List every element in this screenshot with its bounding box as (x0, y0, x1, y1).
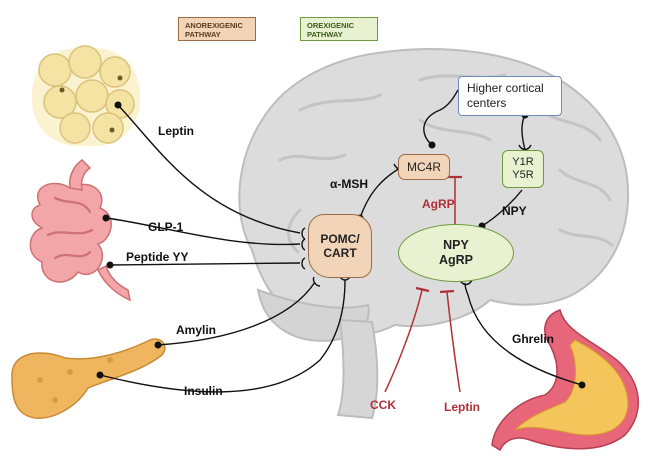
line-leptin-to-pomc (117, 104, 301, 234)
line-insulin-to-pomc (99, 279, 346, 393)
line-amylin-to-pomc (157, 281, 316, 346)
line-cortical-to-mc4r (423, 89, 459, 146)
label-insulin: Insulin (184, 384, 223, 398)
label-ghrelin: Ghrelin (512, 332, 555, 346)
adipose-tissue-illustration (32, 45, 140, 146)
y1r-y5r-label: Y1R Y5R (512, 156, 534, 181)
mc4r-label: MC4R (406, 160, 441, 174)
intestine-illustration (29, 159, 132, 302)
legend-orexigenic-text: OREXIGENIC PATHWAY (307, 21, 355, 39)
label-agrp: AgRP (422, 197, 455, 211)
pomc-cart-node: POMC/ CART (308, 214, 372, 278)
line-glp1-to-pomc (105, 217, 301, 246)
line-stomach-to-npy (464, 282, 583, 386)
legend-orexigenic: OREXIGENIC PATHWAY (300, 17, 378, 41)
line-y1r-to-npy (481, 189, 523, 227)
npy-agrp-node: NPY AgRP (398, 224, 514, 282)
npy-agrp-label: NPY AgRP (438, 238, 474, 267)
line-pyy-to-pomc (109, 262, 301, 266)
label-alpha-msh: α-MSH (330, 177, 369, 191)
label-amylin: Amylin (176, 323, 217, 337)
line-cck-inhibits-npy (384, 289, 423, 393)
pancreas-illustration (11, 338, 166, 419)
line-pomc-to-mc4r (359, 167, 401, 219)
label-leptin-bottom: Leptin (444, 400, 480, 414)
label-npy: NPY (502, 204, 527, 218)
pomc-cart-label: POMC/ CART (320, 232, 360, 260)
pathway-lines (99, 89, 583, 393)
higher-cortical-centers-node: Higher cortical centers (458, 76, 562, 116)
label-cck: CCK (370, 398, 396, 412)
legend-anorexigenic-text: ANOREXIGENIC PATHWAY (185, 21, 243, 39)
legend-anorexigenic: ANOREXIGENIC PATHWAY (178, 17, 256, 41)
mc4r-node: MC4R (398, 154, 450, 180)
label-peptide-yy: Peptide YY (126, 250, 189, 264)
label-glp1: GLP-1 (148, 220, 184, 234)
y1r-y5r-node: Y1R Y5R (502, 150, 544, 188)
label-leptin-top: Leptin (158, 124, 194, 138)
inhibitory-lines (384, 175, 462, 393)
higher-cortical-centers-label: Higher cortical centers (467, 81, 544, 110)
line-leptin-inhibits-npy (446, 291, 461, 393)
